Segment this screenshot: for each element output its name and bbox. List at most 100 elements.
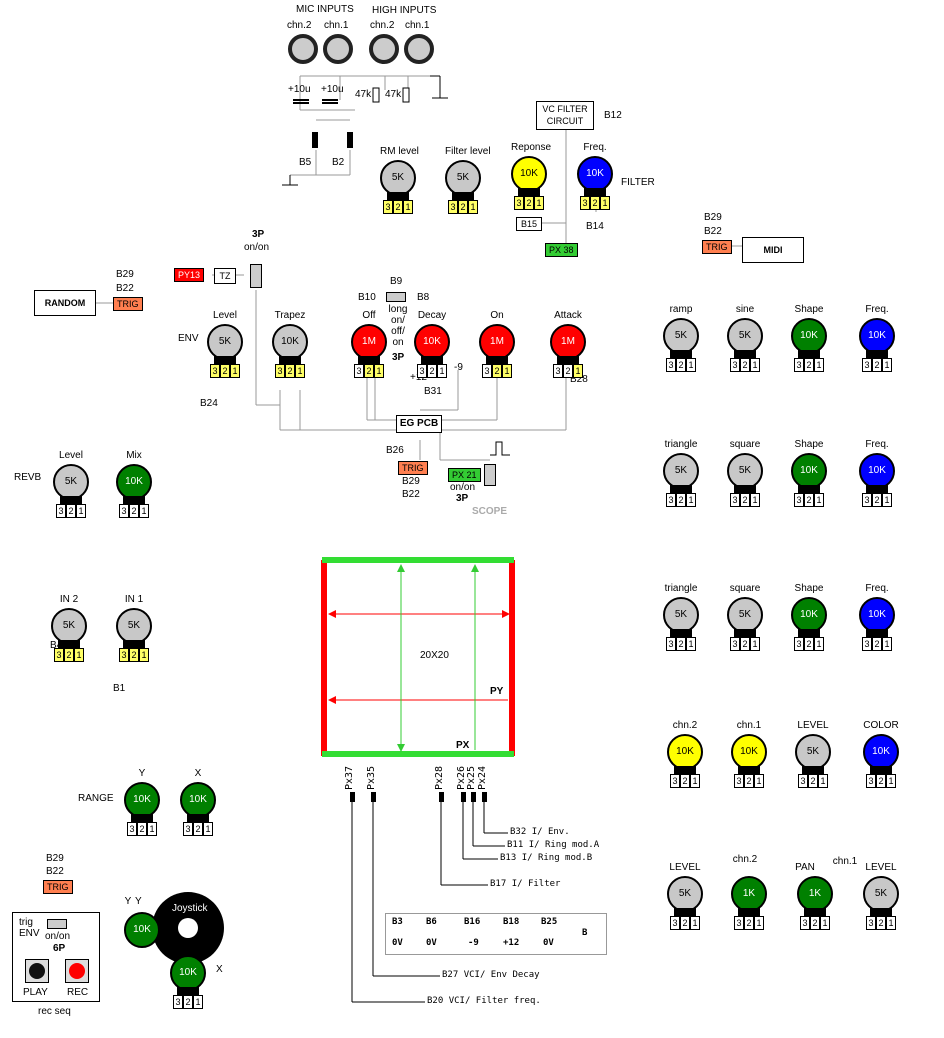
knob-value[interactable]: 10K [116, 464, 152, 500]
knob-value[interactable]: 5K [116, 608, 152, 644]
knob-value[interactable]: 10K [511, 156, 547, 192]
mic-chn1-jack[interactable] [323, 34, 353, 64]
trig-env-switch[interactable] [47, 919, 67, 929]
knob-value[interactable]: 10K [731, 734, 767, 770]
knob-value[interactable]: 10K [414, 324, 450, 360]
knob-value[interactable]: 5K [727, 597, 763, 633]
knob-value[interactable]: 10K [170, 955, 206, 991]
play-button[interactable] [25, 959, 49, 983]
knob-label-lvl: Level [213, 310, 237, 321]
knob-value[interactable]: 5K [863, 876, 899, 912]
knob-value[interactable]: 10K [272, 324, 308, 360]
knob-value[interactable]: 5K [207, 324, 243, 360]
knob-value[interactable]: 5K [663, 318, 699, 354]
recseq-onon-label: on/on [45, 931, 71, 942]
knob-value[interactable]: 10K [667, 734, 703, 770]
knob-value[interactable]: 1K [731, 876, 767, 912]
knob-jy[interactable]: 10K [124, 912, 160, 972]
knob-value[interactable]: 5K [663, 453, 699, 489]
knob-value[interactable]: 5K [795, 734, 831, 770]
recseq-trig-tag: TRIG [43, 880, 73, 894]
scope-switch[interactable] [484, 464, 496, 486]
eg-mode-switch[interactable] [386, 292, 406, 302]
joystick[interactable] [152, 892, 224, 964]
knob-value[interactable]: 10K [791, 597, 827, 633]
rec-button[interactable] [65, 959, 89, 983]
knob-value[interactable]: 5K [663, 597, 699, 633]
knob-value[interactable]: 10K [180, 782, 216, 818]
knob-value[interactable]: 5K [727, 453, 763, 489]
knob-value[interactable]: 10K [791, 318, 827, 354]
knob-value[interactable]: 5K [53, 464, 89, 500]
knob-value[interactable]: 10K [124, 782, 160, 818]
b26-label: B26 [386, 445, 404, 456]
knob-value[interactable]: 10K [863, 734, 899, 770]
mic-chn2-jack[interactable] [288, 34, 318, 64]
knob-value[interactable]: 5K [445, 160, 481, 196]
high-chn1-jack[interactable] [404, 34, 434, 64]
knob-value[interactable]: 5K [727, 318, 763, 354]
route-b27: B27 VCI/ Env Decay [442, 970, 540, 980]
pin-2: 2 [393, 200, 403, 214]
knob-value[interactable]: 5K [667, 876, 703, 912]
knob-value[interactable]: 1K [797, 876, 833, 912]
knob-shaft [279, 356, 301, 364]
knob-value[interactable]: 10K [859, 453, 895, 489]
pin-3: 3 [127, 822, 137, 836]
knob-value[interactable]: 10K [577, 156, 613, 192]
knob-value[interactable]: 1M [479, 324, 515, 360]
knob-label-on: On [490, 310, 504, 321]
knob-value[interactable]: 1M [351, 324, 387, 360]
knob-value[interactable]: 5K [51, 608, 87, 644]
range-label: RANGE [78, 793, 114, 804]
knob-value[interactable]: 5K [380, 160, 416, 196]
knob-value[interactable]: 10K [124, 912, 160, 948]
knob-value[interactable]: 10K [859, 318, 895, 354]
pin-2: 2 [804, 493, 814, 507]
high-chn2-jack[interactable] [369, 34, 399, 64]
knob-value[interactable]: 10K [791, 453, 827, 489]
knob-value[interactable]: 1M [550, 324, 586, 360]
knob-value[interactable]: 10K [859, 597, 895, 633]
env-toggle-switch[interactable] [250, 264, 262, 288]
